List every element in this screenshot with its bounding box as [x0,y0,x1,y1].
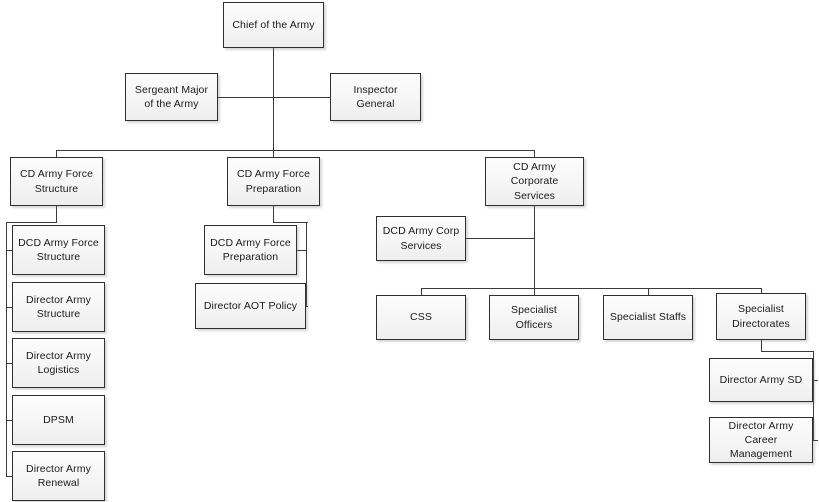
node-label-css: CSS [410,311,432,324]
connector-specialist-officers-stem [534,288,536,296]
connector-left-branch-spine [6,222,8,477]
connector-css-stem [421,288,423,296]
connector-sd-stub-2 [813,440,818,442]
node-chief[interactable]: Chief of the Army [223,2,324,48]
connector-left-branch-drop [56,206,58,223]
connector-mid-branch-turn [273,222,308,224]
node-label-dcd-army-corp-services: DCD Army Corp Services [382,225,460,252]
node-label-chief: Chief of the Army [232,18,315,31]
node-cd-force-structure[interactable]: CD Army Force Structure [10,157,103,206]
node-director-army-sd[interactable]: Director Army SD [709,358,813,402]
connector-mid-branch-spine [306,222,308,307]
node-label-director-army-logistics: Director Army Logistics [26,349,91,376]
node-dcd-force-structure[interactable]: DCD Army Force Structure [12,225,105,275]
node-label-cd-force-structure: CD Army Force Structure [19,168,94,195]
connector-dcd-corp-services-link [466,238,535,240]
node-specialist-staffs[interactable]: Specialist Staffs [603,295,693,340]
connector-level4-bus [421,288,761,290]
connector-left-stub-4 [6,420,13,422]
node-director-aot-policy[interactable]: Director AOT Policy [195,283,306,329]
connector-sd-branch-spine [813,351,815,441]
node-label-director-army-career-management: Director Army Career Management [728,419,794,461]
connector-level2-bus [56,150,534,152]
node-label-dpsm: DPSM [43,413,74,426]
node-css[interactable]: CSS [376,295,466,340]
connector-cd-corporate-services-stem [534,150,536,158]
connector-inspector-general-link [273,97,330,99]
node-specialist-directorates[interactable]: Specialist Directorates [716,293,806,340]
node-director-army-renewal[interactable]: Director Army Renewal [12,451,105,501]
node-label-cd-corporate-services: CD Army Corporate Services [510,161,559,202]
connector-left-stub-2 [6,307,13,309]
connector-mid-branch-drop [273,206,275,223]
connector-left-stub-1 [6,250,13,252]
node-dcd-force-preparation[interactable]: DCD Army Force Preparation [204,225,297,275]
connector-right-branch-spine [534,206,536,295]
connector-sd-branch-drop [761,340,763,352]
node-label-dcd-force-preparation: DCD Army Force Preparation [210,236,291,263]
node-label-sergeant-major: Sergeant Major of the Army [134,83,209,110]
node-label-specialist-officers: Specialist Officers [511,304,557,331]
node-label-specialist-staffs: Specialist Staffs [609,311,687,324]
connector-cd-force-structure-stem [56,150,58,158]
node-sergeant-major[interactable]: Sergeant Major of the Army [125,73,218,121]
node-label-director-aot-policy: Director AOT Policy [203,299,298,312]
node-director-army-career-management[interactable]: Director Army Career Management [709,417,813,463]
connector-left-branch-turn [6,222,57,224]
node-label-director-army-structure: Director Army Structure [26,293,91,320]
node-label-specialist-directorates: Specialist Directorates [732,303,790,330]
connector-specialist-staffs-stem [648,288,650,296]
node-cd-corporate-services[interactable]: CD Army Corporate Services [485,157,584,206]
node-dcd-army-corp-services[interactable]: DCD Army Corp Services [376,216,466,261]
connector-left-stub-5 [6,476,13,478]
connector-chief-stem-down [273,48,275,150]
connector-sd-branch-turn [761,351,814,353]
connector-sd-stub-1 [813,380,818,382]
node-label-inspector-general: Inspector General [353,83,398,110]
connector-mid-stub-1 [297,250,307,252]
node-specialist-officers[interactable]: Specialist Officers [489,295,579,340]
node-dpsm[interactable]: DPSM [12,395,105,445]
connector-cd-force-preparation-stem [273,150,275,158]
node-inspector-general[interactable]: Inspector General [330,73,421,121]
node-director-army-logistics[interactable]: Director Army Logistics [12,338,105,388]
node-label-director-army-sd: Director Army SD [719,373,803,386]
node-label-dcd-force-structure: DCD Army Force Structure [18,236,99,263]
node-director-army-structure[interactable]: Director Army Structure [12,282,105,332]
connector-sergeant-major-link [218,97,273,99]
connector-left-stub-3 [6,363,13,365]
connector-specialist-directorates-stem [761,288,763,294]
connector-mid-stub-2 [305,306,308,308]
node-label-cd-force-preparation: CD Army Force Preparation [236,168,311,195]
node-cd-force-preparation[interactable]: CD Army Force Preparation [227,157,320,206]
node-label-director-army-renewal: Director Army Renewal [26,462,91,489]
